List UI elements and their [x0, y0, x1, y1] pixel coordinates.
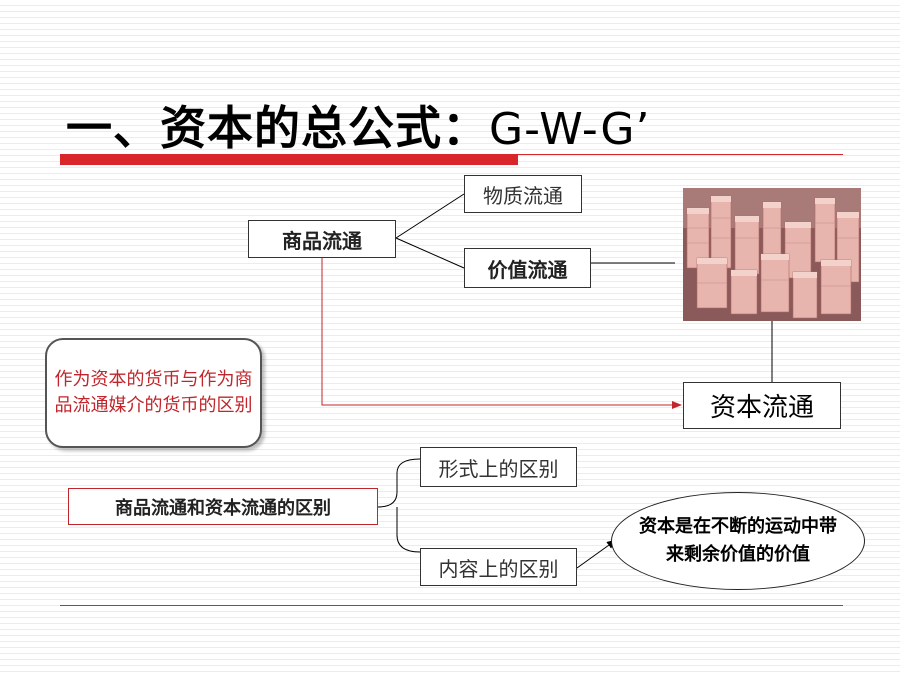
difference-box: 商品流通和资本流通的区别 — [68, 488, 378, 525]
commodity-circulation-box: 商品流通 — [248, 220, 396, 258]
link-commodity-value — [395, 237, 465, 269]
value-circulation-box: 价值流通 — [464, 248, 591, 288]
arrow-content-to-ellipse — [576, 539, 617, 569]
note-text: 作为资本的货币与作为商品流通媒介的货币的区别 — [54, 369, 253, 416]
link-commodity-material — [395, 193, 465, 239]
brace-difference — [377, 458, 421, 553]
title-underline-thin — [518, 154, 843, 155]
title-prefix: 一、资本的总公式： — [66, 101, 489, 155]
capital-circulation-box: 资本流通 — [683, 382, 841, 429]
capital-definition-ellipse: 资本是在不断的运动中带来剩余价值的价值 — [611, 492, 865, 590]
note-callout: 作为资本的货币与作为商品流通媒介的货币的区别 — [45, 338, 262, 448]
slide-title: 一、资本的总公式：G-W-G’ — [66, 92, 650, 158]
material-circulation-box: 物质流通 — [464, 175, 582, 213]
title-formula: G-W-G’ — [489, 104, 651, 155]
content-difference-box: 内容上的区别 — [420, 548, 577, 586]
title-underline-thick — [60, 154, 518, 165]
form-difference-box: 形式上的区别 — [420, 447, 577, 487]
capital-definition-text: 资本是在不断的运动中带来剩余价值的价值 — [639, 516, 837, 565]
footer-rule — [60, 605, 843, 606]
banknote-stacks-image — [683, 188, 861, 321]
